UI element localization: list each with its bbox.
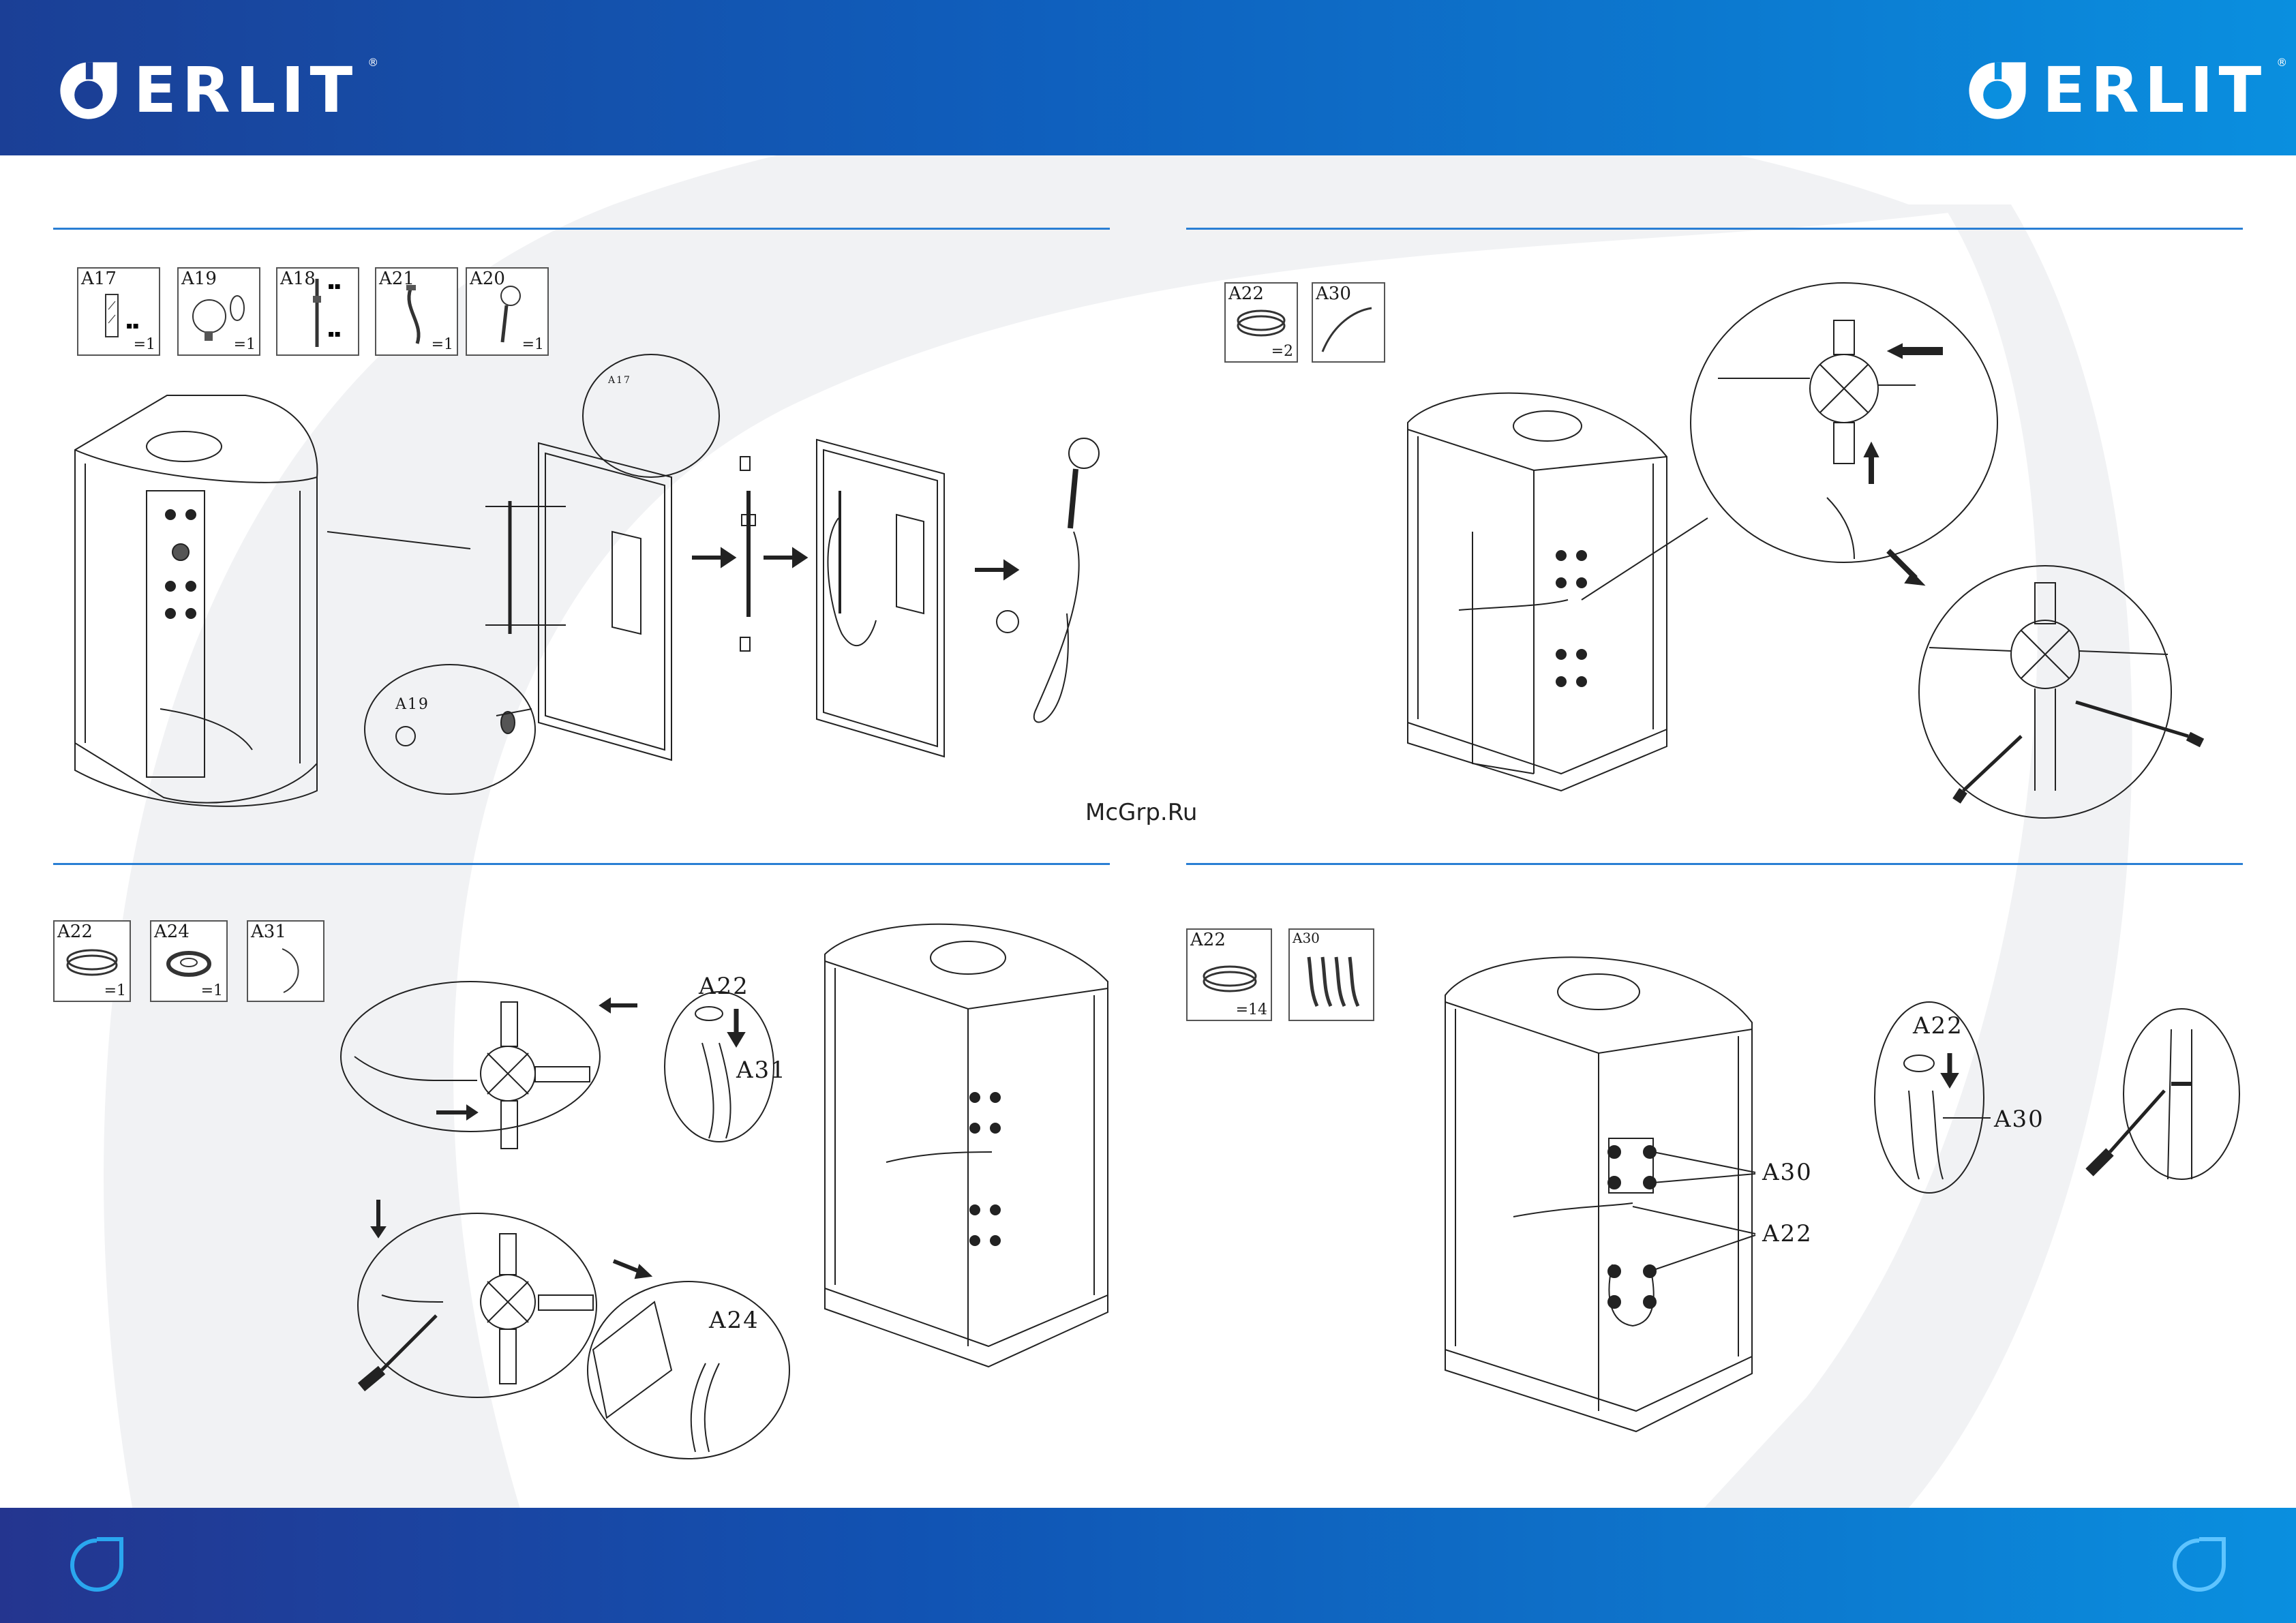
pipe-junction-detail [1691,283,2202,818]
panel-assembled [817,440,944,757]
shower-cabin-step3 [825,924,1108,1367]
callout-a30: A30 [1994,1108,2044,1131]
callout-a17: A17 [608,376,631,385]
footer-bar [0,1508,2296,1623]
callout-a24: A24 [709,1309,759,1332]
drop-icon [2165,1531,2233,1599]
callout-a19: A19 [395,697,429,712]
drop-icon [63,1531,131,1599]
watermark-text: McGrp.Ru [1085,799,1197,826]
hand-shower [997,438,1099,723]
callout-a30: A30 [1762,1161,1813,1184]
slide-rail [740,457,755,651]
callout-a31: A31 [736,1059,787,1082]
callout-a22: A22 [1913,1014,1963,1037]
shower-cabin-step2 [1408,393,1708,791]
glass-panel-with-rail [365,354,719,794]
shower-cabin-step4 [1445,957,1755,1431]
step3-details [341,982,789,1459]
callout-a22: A22 [1762,1222,1813,1245]
arrow-icons [692,551,1016,577]
callout-a22: A22 [699,975,749,998]
